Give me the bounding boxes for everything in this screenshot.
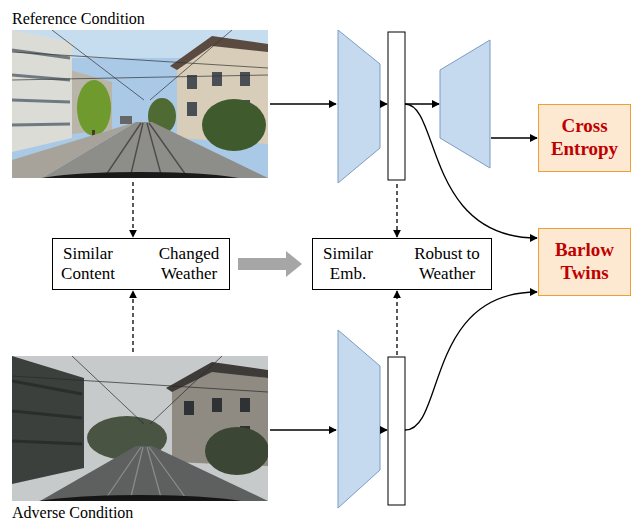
- drawing-part: [12, 441, 82, 444]
- encoder-trapezoid: [338, 330, 380, 508]
- loss-box: Barlow Twins: [538, 228, 631, 296]
- dashed-arrow: [132, 182, 133, 237]
- box-text: Similar Content: [59, 244, 117, 283]
- drawing-part: [104, 447, 141, 501]
- image-caption: Reference Condition: [12, 10, 145, 28]
- drawing-part: [150, 356, 222, 424]
- drawing-part: [380, 429, 387, 430]
- hedge: [202, 99, 266, 151]
- flow-arrow: [491, 137, 537, 138]
- drawing-part: [12, 124, 70, 125]
- car-hood: [20, 172, 260, 178]
- embedding-bar: [388, 357, 405, 505]
- drawing-part: [240, 72, 250, 86]
- tram-rails: [104, 447, 188, 501]
- drawing-part: [380, 103, 387, 104]
- adverse-image: Adverse Condition: [12, 356, 268, 501]
- drawing-part: [149, 447, 188, 501]
- drawing-part: [52, 30, 144, 100]
- windows: [12, 50, 70, 125]
- drawing-part: [130, 447, 143, 501]
- block-arrow: [238, 251, 302, 277]
- sidewalk: [12, 122, 136, 178]
- dashed-arrow: [396, 291, 397, 355]
- drawing-part: [12, 376, 268, 392]
- hedge: [205, 427, 268, 475]
- drawing-part: [150, 30, 232, 100]
- drawing-part: [12, 75, 268, 80]
- tram-rails: [104, 123, 188, 178]
- overhead-wires: [12, 356, 268, 424]
- dashed-arrow: [132, 291, 133, 352]
- reference-image: Reference Condition: [12, 30, 268, 178]
- drawing-part: [104, 123, 141, 178]
- wet-road: [40, 446, 268, 501]
- loss-box: Cross Entropy: [538, 104, 631, 172]
- drawing-part: [12, 411, 82, 418]
- drawing-part: [149, 123, 188, 178]
- building: [12, 30, 72, 152]
- sky: [12, 356, 268, 501]
- drawing-part: [130, 123, 143, 178]
- drawing-part: [184, 401, 194, 415]
- drawing-part: [212, 72, 222, 86]
- drawing-part: [270, 103, 336, 104]
- box-text: Similar Emb.: [319, 244, 377, 283]
- loss-name: Barlow Twins: [543, 239, 626, 285]
- embedding-bar: [388, 32, 405, 180]
- drawing-part: [12, 381, 82, 394]
- street-photo: [12, 356, 268, 501]
- street-photo: [12, 30, 268, 178]
- windows: [12, 381, 82, 444]
- drawing-part: [12, 100, 70, 102]
- sky: [12, 30, 268, 178]
- dashed-arrow: [396, 184, 397, 237]
- decoder-trapezoid: [440, 40, 490, 168]
- drawing-part: [72, 356, 144, 424]
- roof: [166, 362, 268, 392]
- car-hood: [20, 495, 260, 501]
- curved-arrow: [405, 292, 537, 430]
- building: [12, 356, 84, 484]
- curved-arrow: [405, 104, 537, 238]
- overhead-wires: [12, 30, 268, 100]
- drawing-part: [187, 102, 197, 116]
- encoder-trapezoid: [338, 30, 380, 183]
- drawing-part: [12, 52, 268, 68]
- car: [120, 116, 132, 124]
- box-text: Changed Weather: [155, 244, 223, 283]
- tree: [77, 80, 111, 136]
- drawing-part: [270, 429, 336, 430]
- loss-name: Cross Entropy: [543, 115, 626, 161]
- image-caption: Adverse Condition: [12, 504, 133, 522]
- content-weather-box: Similar Content Changed Weather: [52, 238, 230, 290]
- box-text: Robust to Weather: [409, 244, 485, 283]
- embedding-box: Similar Emb. Robust to Weather: [312, 238, 492, 290]
- drawing-part: [187, 75, 197, 89]
- drawing-part: [212, 398, 222, 412]
- drawing-part: [240, 398, 250, 412]
